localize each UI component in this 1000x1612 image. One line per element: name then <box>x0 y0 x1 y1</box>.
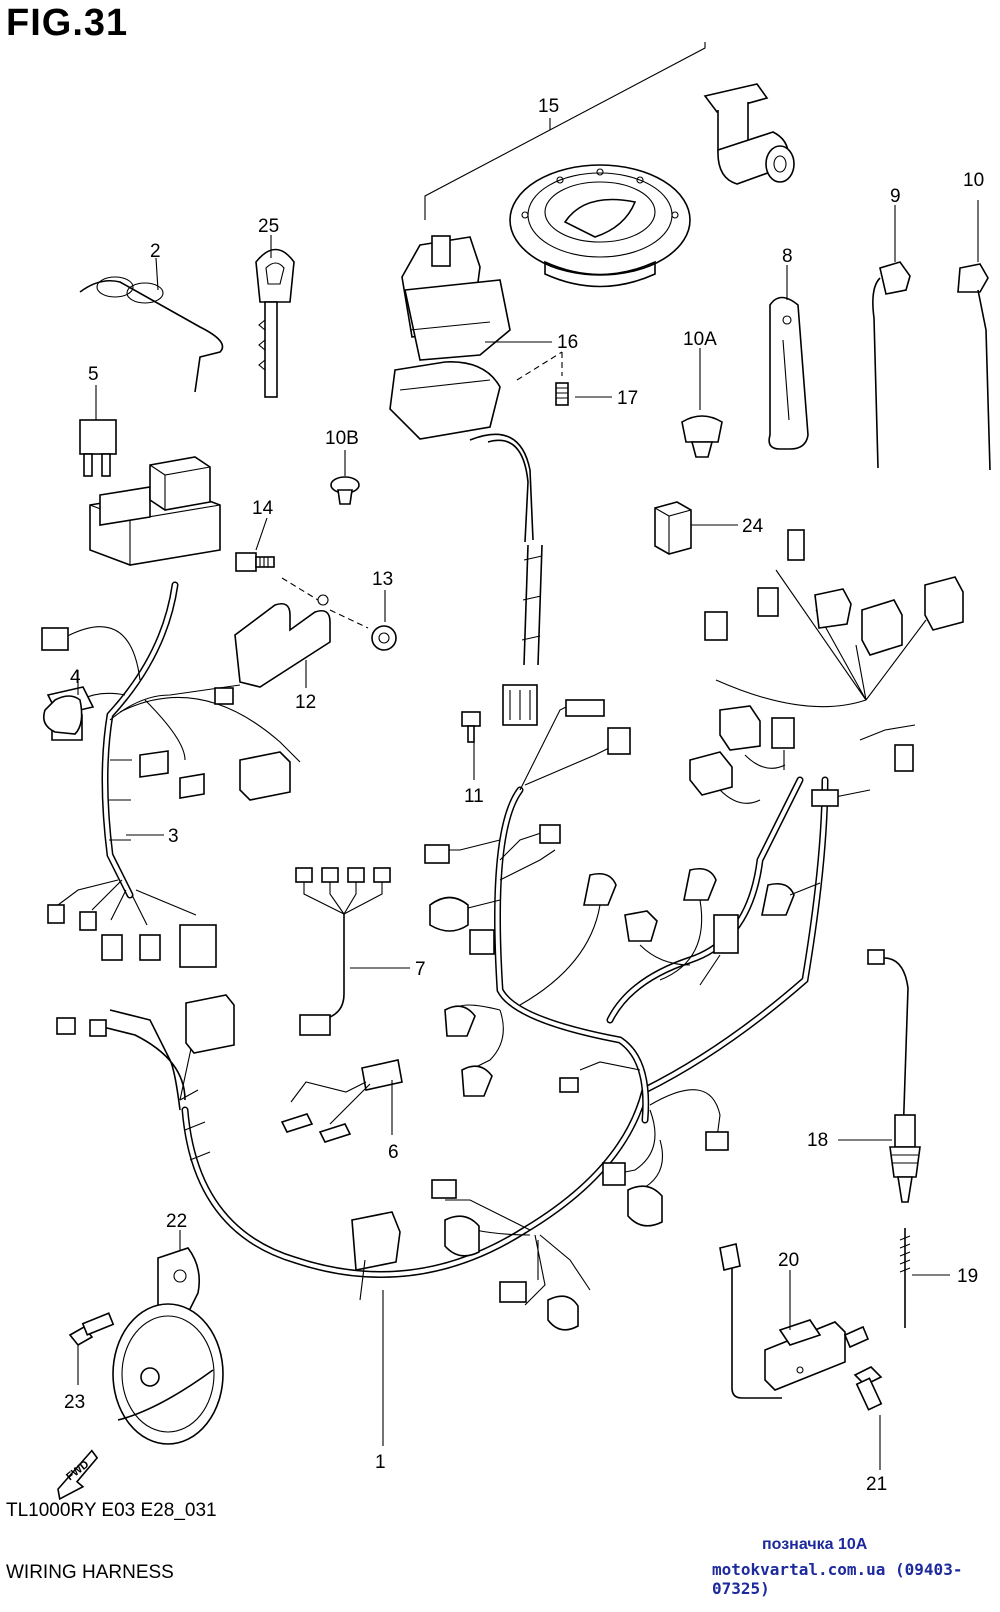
part-15-bracket <box>424 42 706 220</box>
part-10B-clip-icon <box>330 476 360 505</box>
callout-13: 13 <box>372 569 393 590</box>
callout-2: 2 <box>150 241 161 262</box>
ignition-harness-icon <box>502 544 543 726</box>
front-direction-arrow-icon: FWD <box>57 1449 99 1501</box>
callout-5: 5 <box>88 364 99 385</box>
callout-24: 24 <box>742 516 764 537</box>
part-18-sensor-icon <box>838 949 921 1203</box>
part-14-bolt-icon <box>235 517 369 629</box>
part-2-clip-icon <box>79 257 224 393</box>
callout-8: 8 <box>782 246 793 267</box>
callout-6: 6 <box>388 1142 399 1163</box>
part-9-cable-tie-icon <box>872 205 911 469</box>
part-6-sub-harness-icon <box>280 1059 403 1143</box>
assembly-name: WIRING HARNESS <box>6 1562 174 1583</box>
callout-20: 20 <box>778 1250 799 1271</box>
part-4-connector-icon <box>42 670 83 735</box>
callout-10B: 10B <box>325 428 359 449</box>
callout-21: 21 <box>866 1474 887 1495</box>
part-20-switch-icon <box>719 1243 870 1399</box>
part-1-main-harness-icon <box>56 529 964 1446</box>
callout-4: 4 <box>70 667 81 688</box>
part-5-fuse-icon <box>79 385 117 477</box>
callout-15: 15 <box>538 96 559 117</box>
part-12-bracket-icon <box>234 594 331 688</box>
callout-10A: 10A <box>683 329 717 350</box>
callout-23: 23 <box>64 1392 85 1413</box>
callout-14: 14 <box>252 498 274 519</box>
part-13-nut-icon <box>371 590 397 651</box>
callout-19: 19 <box>957 1266 978 1287</box>
callout-25: 25 <box>258 216 279 237</box>
callout-22: 22 <box>166 1211 187 1232</box>
callout-labels: 15 2 25 9 10 8 16 10A 5 17 10B 14 24 13 … <box>64 96 984 1495</box>
callout-1: 1 <box>375 1452 386 1473</box>
callout-12: 12 <box>295 692 316 713</box>
model-code: TL1000RY E03 E28_031 <box>6 1500 217 1521</box>
callout-3: 3 <box>168 826 179 847</box>
part-17-screw-icon <box>516 351 612 406</box>
callout-18: 18 <box>807 1130 828 1151</box>
callout-7: 7 <box>415 959 426 980</box>
callout-11: 11 <box>464 786 484 807</box>
website-label: motokvartal.com.ua (09403-07325) <box>712 1560 963 1598</box>
callout-16: 16 <box>557 332 578 353</box>
callout-17: 17 <box>617 388 638 409</box>
fuel-cap-icon <box>509 164 691 288</box>
part-7-sub-harness-icon <box>295 867 410 1036</box>
part-21-bolt-icon <box>853 1366 883 1470</box>
figure-title: FIG.31 <box>6 2 129 44</box>
callout-9: 9 <box>890 186 901 207</box>
seat-lock-icon <box>703 83 795 185</box>
part-8-bracket-icon <box>768 265 809 450</box>
callout-10: 10 <box>963 170 984 191</box>
part-24-relay-icon <box>654 501 738 555</box>
part-19-spring-icon <box>899 1228 950 1328</box>
part-10A-clip-icon <box>681 348 723 458</box>
fuse-box-icon <box>89 456 221 566</box>
note-label: позначка 10A <box>762 1536 868 1553</box>
part-25-key-icon <box>255 235 295 398</box>
part-10-cable-tie-icon <box>957 200 991 471</box>
part-3-harness-icon <box>41 581 301 968</box>
part-16-ignition-switch-icon <box>389 235 534 543</box>
part-22-horn-icon <box>112 1230 224 1445</box>
part-23-bolt-icon <box>68 1312 115 1385</box>
